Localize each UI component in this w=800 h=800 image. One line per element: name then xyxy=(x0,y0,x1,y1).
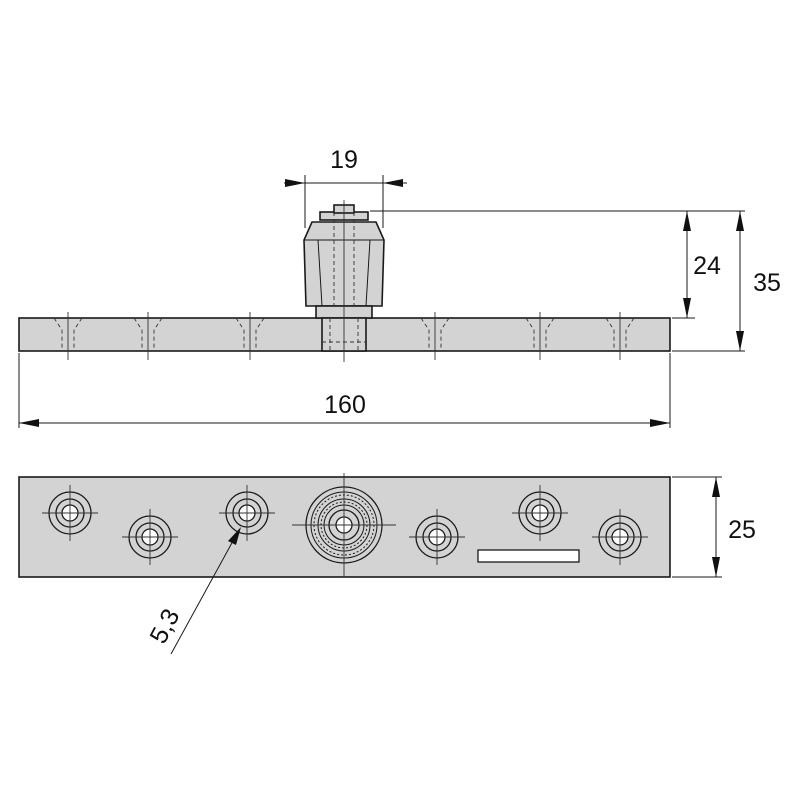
side-hidden-holes xyxy=(53,312,635,360)
dim-25-label: 25 xyxy=(728,516,756,544)
slot xyxy=(477,549,580,563)
dim-5-3-label: 5,3 xyxy=(144,604,185,648)
mounting-hole xyxy=(409,509,465,565)
side-view: 19 24 35 160 xyxy=(18,146,781,428)
dim-pivot-height: 24 xyxy=(370,210,745,319)
top-view: 25 5,3 xyxy=(18,473,756,655)
mounting-hole xyxy=(512,485,568,541)
dim-pivot-width: 19 xyxy=(284,146,407,228)
dim-35-label: 35 xyxy=(753,269,781,297)
dim-160-label: 160 xyxy=(324,391,366,419)
dim-total-height: 35 xyxy=(672,211,781,352)
dim-19-label: 19 xyxy=(330,146,358,174)
mounting-hole xyxy=(219,485,275,541)
dim-plate-width: 25 xyxy=(672,476,756,578)
pivot-pin xyxy=(303,200,385,362)
dim-24-label: 24 xyxy=(693,252,721,280)
pivot-top xyxy=(292,473,396,577)
mounting-hole xyxy=(42,485,98,541)
mounting-hole xyxy=(592,509,648,565)
mounting-hole xyxy=(122,509,178,565)
dim-plate-length: 160 xyxy=(18,353,671,428)
